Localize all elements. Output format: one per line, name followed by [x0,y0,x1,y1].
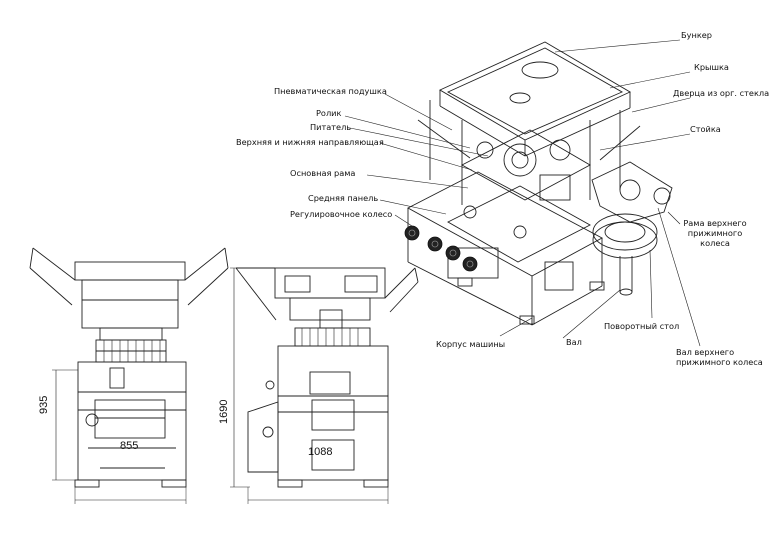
label-adjust-wheel: Регулировочное колесо [290,209,393,219]
label-shaft: Вал [566,337,582,347]
label-post: Стойка [690,124,721,134]
label-main-frame: Основная рама [290,168,356,178]
label-middle-panel: Средняя панель [308,193,379,203]
label-roller: Ролик [316,108,342,118]
dimension-side-width: 1088 [308,446,333,458]
dimension-side-height: 1690 [218,399,230,424]
label-feeder: Питатель [310,122,352,132]
dimension-front-width: 855 [120,440,139,452]
label-upper-wheel-shaft: Вал верхнего прижимного колеса [676,347,763,367]
label-upper-wheel-frame: Рама верхнего прижимного колеса [683,218,747,248]
label-guides: Верхняя и нижняя направляющая [236,137,384,147]
label-plexi-door: Дверца из орг. стекла [673,88,770,98]
dimension-front-height: 935 [38,395,50,414]
isometric-view-drawing [407,41,673,326]
label-hopper: Бункер [681,30,712,40]
leader-lines [344,39,701,347]
label-turntable: Поворотный стол [604,321,680,331]
label-pneumatic-cushion: Пневматическая подушка [274,86,387,96]
adjustment-wheels [404,225,478,272]
label-body: Корпус машины [436,339,506,349]
front-view-drawing [29,247,229,504]
side-view-drawing [230,267,419,504]
label-lid: Крышка [694,62,729,72]
